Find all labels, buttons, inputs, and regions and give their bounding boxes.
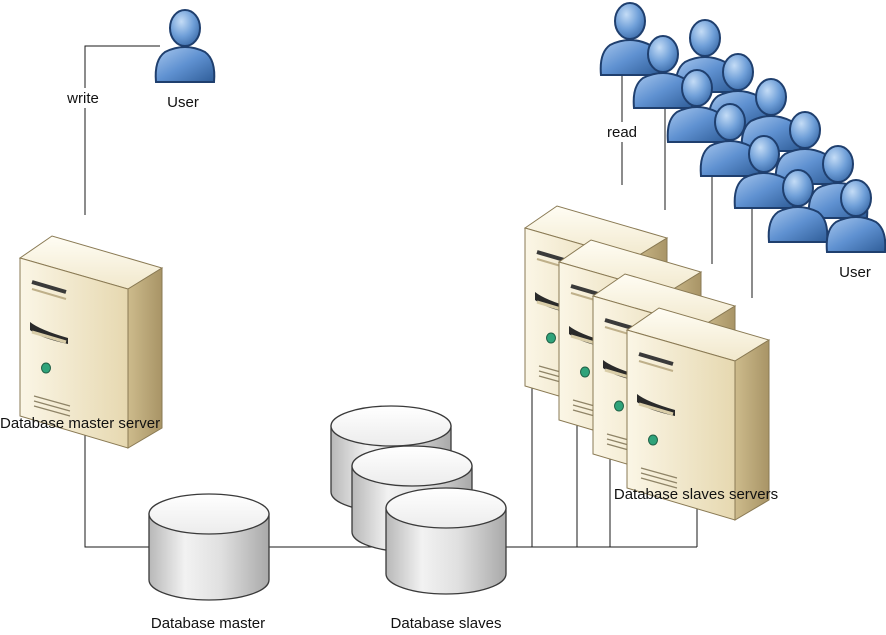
read-label: read bbox=[607, 124, 637, 141]
master-server-to-db-line bbox=[84, 400, 150, 548]
user-top-label: User bbox=[167, 94, 199, 111]
write-label: write bbox=[66, 90, 99, 107]
user-icon bbox=[154, 9, 216, 83]
slave-dbs-label: Database slaves bbox=[391, 615, 502, 632]
master-db-label: Database master bbox=[151, 615, 265, 632]
master-database-icon bbox=[148, 493, 270, 601]
database-cylinder-icon bbox=[385, 487, 507, 595]
slave-databases bbox=[330, 405, 507, 595]
master-server-label: Database master server bbox=[0, 415, 160, 432]
user-group-label: User bbox=[839, 264, 871, 281]
slave-servers bbox=[523, 204, 771, 522]
slave-servers-label: Database slaves servers bbox=[614, 486, 778, 503]
write-line bbox=[84, 45, 160, 215]
